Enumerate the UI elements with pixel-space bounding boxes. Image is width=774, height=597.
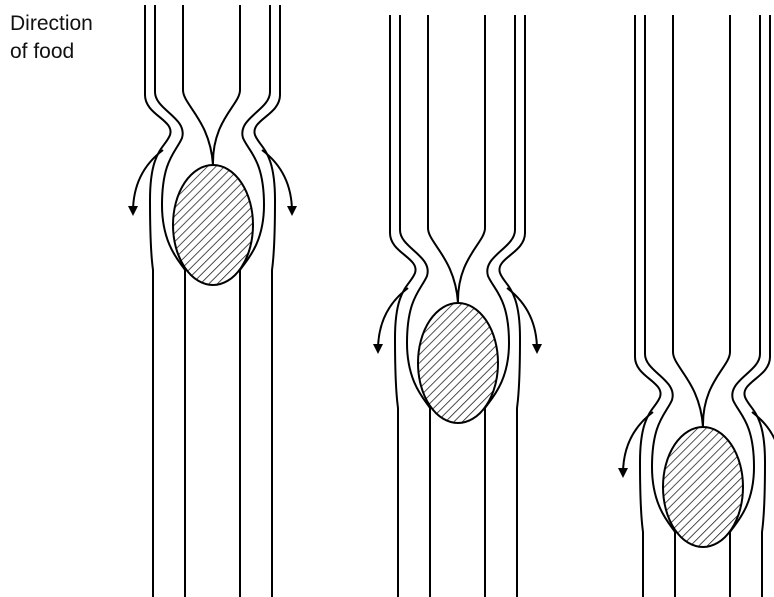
left-arrow <box>133 150 163 212</box>
lumen-right-edge <box>703 15 730 427</box>
inner-left-wall <box>400 15 430 597</box>
lumen-right-edge <box>213 5 240 165</box>
food-bolus <box>418 303 498 423</box>
inner-left-wall <box>155 5 185 597</box>
outer-right-wall <box>254 5 280 597</box>
food-bolus <box>663 427 743 547</box>
stage-2 <box>378 15 537 597</box>
outer-left-wall <box>145 5 171 597</box>
stage-1 <box>133 5 292 597</box>
outer-left-wall <box>635 15 661 597</box>
stage-3 <box>623 15 774 597</box>
right-arrow <box>752 412 774 474</box>
inner-right-wall <box>485 15 515 597</box>
right-arrow <box>507 288 537 350</box>
right-arrow <box>262 150 292 212</box>
inner-right-wall <box>240 5 270 597</box>
outer-right-wall <box>744 15 770 597</box>
left-arrow <box>378 288 408 350</box>
lumen-right-edge <box>458 15 485 303</box>
lumen-left-edge <box>428 15 458 303</box>
left-arrow <box>623 412 653 474</box>
food-bolus <box>173 165 253 285</box>
lumen-left-edge <box>183 5 213 165</box>
lumen-left-edge <box>673 15 703 427</box>
